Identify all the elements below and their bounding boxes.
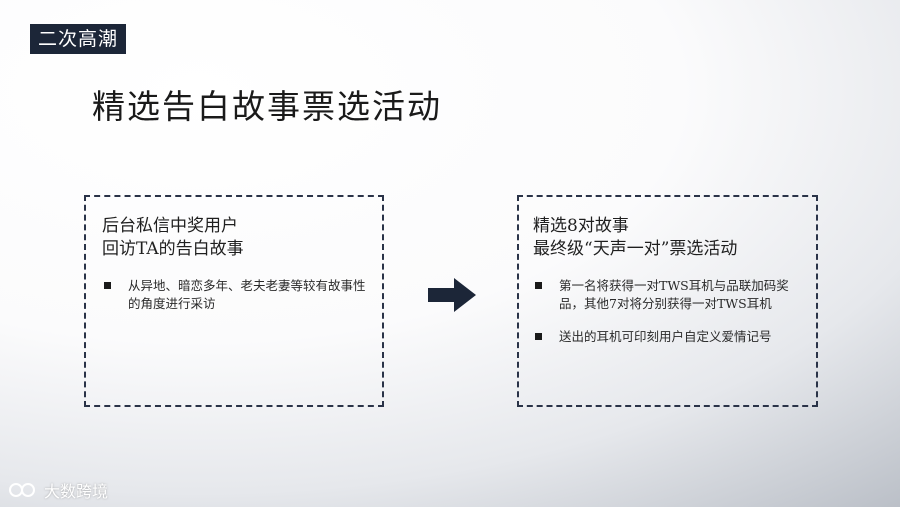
bullet-text: 从异地、暗恋多年、老夫老妻等较有故事性的角度进行采访 [128, 278, 366, 311]
left-box-heading-line2: 回访TA的告白故事 [102, 239, 244, 259]
list-item: 第一名将获得一对TWS耳机与品联加码奖品，其他7对将分别获得一对TWS耳机 [533, 277, 804, 313]
bullet-text: 送出的耳机可印刻用户自定义爱情记号 [559, 329, 772, 344]
right-box-heading-line2: 最终级“天声一对”票选活动 [533, 239, 738, 259]
left-box-heading-line1: 后台私信中奖用户 [102, 216, 238, 236]
square-bullet-icon [104, 282, 111, 289]
section-tag: 二次高潮 [30, 24, 127, 54]
square-bullet-icon [535, 333, 542, 340]
slide-title: 精选告白故事票选活动 [92, 87, 442, 126]
right-info-box: 精选8对故事 最终级“天声一对”票选活动 第一名将获得一对TWS耳机与品联加码奖… [517, 195, 818, 407]
right-box-heading: 精选8对故事 最终级“天声一对”票选活动 [533, 215, 804, 261]
watermark-text: 大数跨境 [44, 482, 109, 501]
left-box-bullet-list: 从异地、暗恋多年、老夫老妻等较有故事性的角度进行采访 [102, 277, 368, 313]
left-box-heading: 后台私信中奖用户 回访TA的告白故事 [102, 215, 368, 261]
left-info-box: 后台私信中奖用户 回访TA的告白故事 从异地、暗恋多年、老夫老妻等较有故事性的角… [84, 195, 384, 407]
right-box-heading-line1: 精选8对故事 [533, 216, 629, 236]
square-bullet-icon [535, 282, 542, 289]
bullet-text: 第一名将获得一对TWS耳机与品联加码奖品，其他7对将分别获得一对TWS耳机 [559, 278, 789, 311]
right-box-bullet-list: 第一名将获得一对TWS耳机与品联加码奖品，其他7对将分别获得一对TWS耳机 送出… [533, 277, 804, 346]
watermark-logo-icon [9, 483, 35, 497]
list-item: 送出的耳机可印刻用户自定义爱情记号 [533, 328, 804, 346]
watermark: 大数跨境 [8, 478, 108, 502]
list-item: 从异地、暗恋多年、老夫老妻等较有故事性的角度进行采访 [102, 277, 368, 313]
arrow-right-icon [428, 278, 476, 312]
